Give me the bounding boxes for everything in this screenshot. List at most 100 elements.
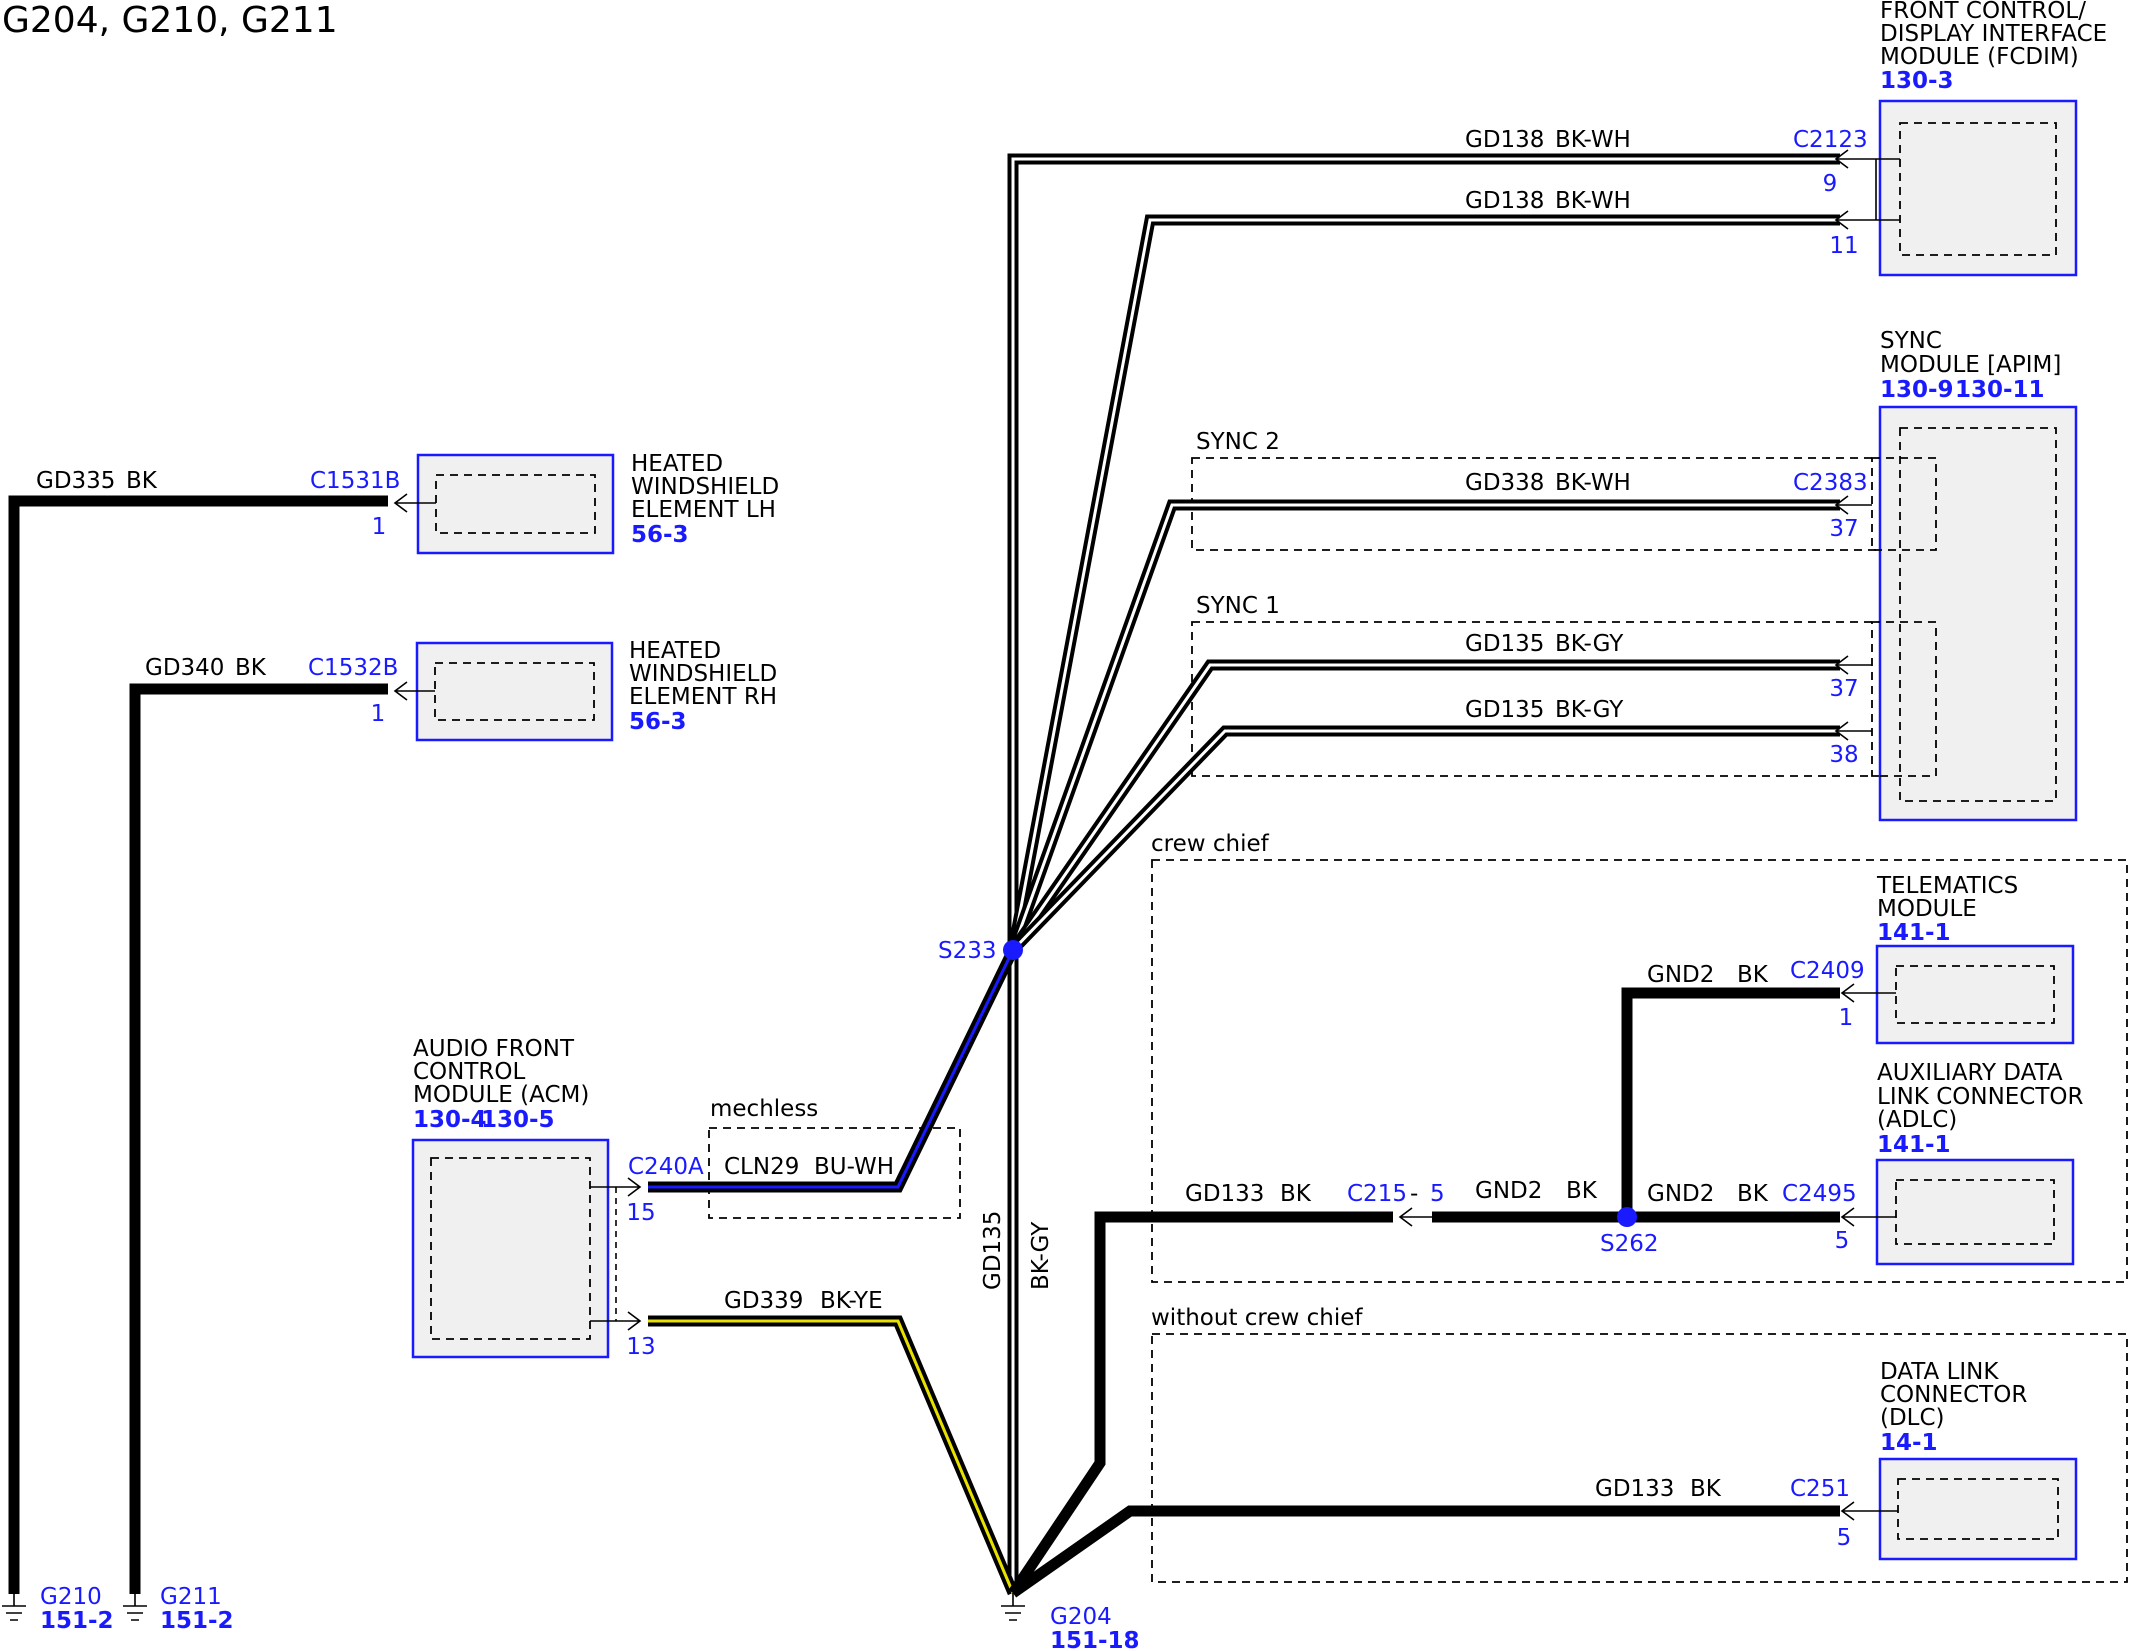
svg-text:GND2: GND2 [1647,1181,1714,1207]
label-sync: SYNC MODULE [APIM] 130-9 130-11 [1880,328,2061,403]
wire-fcdim-9 [1007,153,1840,950]
diagram-title: G204, G210, G211 [2,0,338,41]
svg-text:(DLC): (DLC) [1880,1405,1945,1431]
ground-g204-ref[interactable]: 151-18 [1050,1628,1140,1651]
wire-telematics [1621,987,1840,1217]
ground-g211-id: G211 [160,1584,222,1610]
group-sync1-box [1191,621,1937,777]
group-sync2-label: SYNC 2 [1196,429,1280,455]
module-heated-windshield-lh[interactable] [416,453,615,555]
pin-arrows [393,149,1900,1521]
wire-hwlh [8,495,388,1594]
wire-sync1-37 [1008,659,1840,954]
pin-label: 1 [1839,1005,1854,1031]
svg-text:GD138: GD138 [1465,127,1544,153]
svg-text:MODULE (ACM): MODULE (ACM) [413,1082,589,1108]
pin-label: 13 [626,1334,655,1360]
ref-link[interactable]: 130-3 [1880,68,1954,94]
connector-label: C1531B [310,468,400,494]
svg-text:GD338: GD338 [1465,470,1544,496]
svg-text:BK-GY: BK-GY [1555,697,1624,723]
ref-link[interactable]: 141-1 [1877,1132,1951,1158]
wire-fcdim-11 [1007,214,1840,952]
ref-link[interactable]: 14-1 [1880,1430,1938,1456]
wire-acm-13 [648,1315,1019,1596]
svg-text:GD339: GD339 [724,1288,803,1314]
group-mechless-box [708,1127,961,1219]
svg-text:(ADLC): (ADLC) [1877,1107,1957,1133]
ref-link[interactable]: 56-3 [631,522,689,548]
connector-label: C2495 [1782,1181,1857,1207]
label-telematics: TELEMATICS MODULE 141-1 [1876,873,2018,946]
svg-text:HEATED: HEATED [631,451,723,477]
ground-g210-id: G210 [40,1584,102,1610]
label-acm: AUDIO FRONT CONTROL MODULE (ACM) 130-4 1… [413,1036,589,1133]
ground-icon [2,1593,1025,1621]
connector-label: C251 [1790,1476,1850,1502]
svg-text:WINDSHIELD: WINDSHIELD [629,661,777,687]
label-dlc: DATA LINK CONNECTOR (DLC) 14-1 [1880,1359,2027,1456]
connector-label: C215 [1347,1181,1407,1207]
pin-label: 37 [1829,676,1858,702]
svg-text:CLN29: CLN29 [724,1154,799,1180]
svg-text:GD138: GD138 [1465,188,1544,214]
module-sync[interactable] [1871,405,2078,822]
connector-label: C1532B [308,655,398,681]
ref-link[interactable]: 141-1 [1877,920,1951,946]
splice-s262[interactable] [1617,1207,1637,1227]
svg-text:AUDIO FRONT: AUDIO FRONT [413,1036,575,1062]
splice-s233[interactable] [1003,940,1023,960]
svg-text:BK: BK [1280,1181,1312,1207]
svg-text:ELEMENT RH: ELEMENT RH [629,684,777,710]
ground-g211-ref[interactable]: 151-2 [160,1608,234,1634]
group-crew-chief-label: crew chief [1151,831,1270,857]
ground-g210-ref[interactable]: 151-2 [40,1608,114,1634]
svg-text:GND2: GND2 [1647,962,1714,988]
svg-text:MODULE (FCDIM): MODULE (FCDIM) [1880,44,2079,70]
group-without-crew-chief-box [1151,1333,2128,1583]
module-heated-windshield-rh[interactable] [415,641,614,742]
svg-text:BK-YE: BK-YE [820,1288,883,1314]
module-fcdim[interactable] [1878,99,2078,277]
ref-link[interactable]: 130-5 [481,1107,555,1133]
module-dlc[interactable] [1878,1457,2078,1561]
connector-label: C240A [628,1154,704,1180]
svg-text:BK-WH: BK-WH [1555,127,1631,153]
module-adlc[interactable] [1875,1158,2075,1266]
svg-text:CONTROL: CONTROL [413,1059,526,1085]
ref-link[interactable]: 130-11 [1955,377,2045,403]
pin-label: 1 [371,701,386,727]
ref-link[interactable]: 130-4 [413,1107,487,1133]
wire-hwrh [129,683,388,1594]
svg-text:BK-GY: BK-GY [1555,631,1624,657]
svg-text:BK: BK [1737,962,1769,988]
wire-sync2 [1007,499,1840,952]
svg-text:GD135: GD135 [1465,697,1544,723]
svg-text:GD135: GD135 [980,1211,1006,1290]
module-telematics[interactable] [1875,944,2075,1045]
svg-text:TELEMATICS: TELEMATICS [1876,873,2018,899]
svg-text:WINDSHIELD: WINDSHIELD [631,474,779,500]
pin-label: 9 [1823,171,1838,197]
pin-label: 38 [1829,742,1858,768]
ref-link[interactable]: 130-9 [1880,377,1954,403]
pin-label: 5 [1837,1525,1852,1551]
svg-text:ELEMENT LH: ELEMENT LH [631,497,776,523]
wire-dlc [1009,1505,1840,1598]
connector-label: C2409 [1790,958,1865,984]
module-acm[interactable] [411,1138,610,1359]
svg-text:-: - [1410,1181,1418,1207]
label-hwlh: HEATED WINDSHIELD ELEMENT LH 56-3 [631,451,779,548]
wire-acm-15 [648,947,1018,1193]
svg-text:BK-GY: BK-GY [1028,1221,1054,1290]
svg-text:GD133: GD133 [1185,1181,1264,1207]
svg-text:BU-WH: BU-WH [814,1154,894,1180]
splice-s233-label: S233 [938,938,997,964]
svg-text:AUXILIARY DATA: AUXILIARY DATA [1877,1060,2063,1086]
svg-text:BK: BK [126,468,158,494]
label-hwrh: HEATED WINDSHIELD ELEMENT RH 56-3 [629,638,777,735]
ref-link[interactable]: 56-3 [629,709,687,735]
svg-text:BK-WH: BK-WH [1555,188,1631,214]
svg-text:BK-WH: BK-WH [1555,470,1631,496]
